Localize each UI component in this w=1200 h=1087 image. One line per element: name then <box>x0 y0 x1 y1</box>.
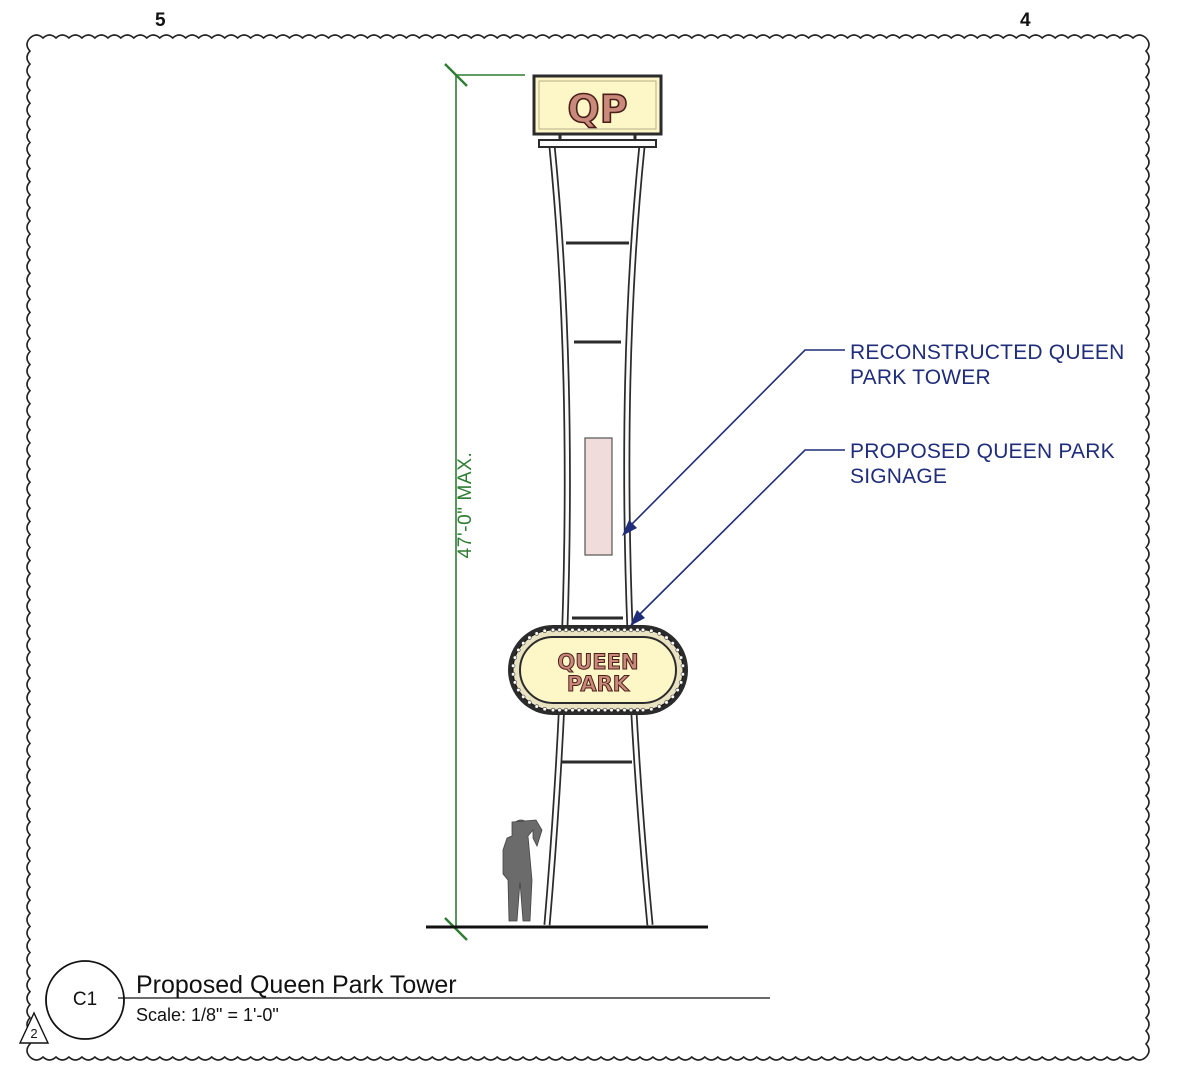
marquee-bulb <box>670 641 675 646</box>
top-sign: QP <box>532 74 663 136</box>
marquee-bulb <box>609 707 614 713</box>
marquee-bulb <box>657 631 662 636</box>
marquee-bulb <box>615 707 621 713</box>
marquee-bulb <box>664 635 669 640</box>
marquee-bulbs <box>511 627 685 713</box>
detail-id: C1 <box>72 989 98 1010</box>
marquee-bulb <box>615 627 621 633</box>
human-scale-figure <box>502 819 543 922</box>
marquee-bulb <box>628 627 634 633</box>
marquee-bulb <box>596 627 601 633</box>
tower-structure <box>543 145 654 926</box>
callout-leaders <box>622 349 845 626</box>
revision-number: 2 <box>30 1026 38 1041</box>
callout-line: RECONSTRUCTED QUEEN <box>850 341 1125 364</box>
marquee-bulb <box>649 706 654 712</box>
marquee-bulb <box>640 707 646 713</box>
marquee-bulb <box>657 704 662 709</box>
marquee-bulb <box>675 647 680 653</box>
marquee-bulb <box>635 627 640 633</box>
marquee-bulb <box>511 672 516 677</box>
marquee-bulb <box>521 694 526 699</box>
marquee-bulb <box>534 631 539 636</box>
marquee-bulb <box>563 627 569 633</box>
detail-bubble <box>45 960 125 1040</box>
marquee-bulb <box>628 707 634 713</box>
revision-triangle <box>18 1011 50 1044</box>
marquee-bulb <box>583 707 588 713</box>
marquee-bulb <box>589 627 595 633</box>
height-dimension <box>444 63 525 941</box>
title-block <box>18 960 770 1044</box>
marquee-bulb <box>680 663 685 668</box>
marquee-bulb <box>511 663 516 668</box>
marquee-bulb <box>570 627 575 633</box>
tower-panel <box>584 437 613 556</box>
marquee-bulb <box>557 627 562 633</box>
marquee-bulb <box>521 641 526 646</box>
drawing-title: Proposed Queen Park Tower <box>136 971 457 999</box>
marquee-bulb <box>589 707 595 713</box>
oval-sign-line2: PARK <box>567 672 630 696</box>
dimension-label: 47'-0" MAX. <box>455 451 476 559</box>
marquee-bulb <box>680 672 685 677</box>
marquee-bulb <box>570 707 575 713</box>
callout-line: PROPOSED QUEEN PARK <box>850 440 1115 463</box>
leader-proposed-signage <box>635 449 845 619</box>
marquee-bulb <box>622 627 627 633</box>
revision-cloud-border <box>26 34 1150 1061</box>
oval-sign-line1: QUEEN <box>557 650 638 674</box>
marquee-bulb <box>675 687 680 693</box>
marquee-bulb <box>640 627 646 633</box>
marquee-bulb <box>527 700 532 705</box>
marquee-bulb <box>563 707 569 713</box>
marquee-bulb <box>596 707 601 713</box>
callout-reconstructed-tower: RECONSTRUCTED QUEEN PARK TOWER <box>850 340 1124 390</box>
tower-cross-bars <box>562 241 632 764</box>
marquee-bulb <box>609 627 614 633</box>
dimension-tick-bottom <box>444 917 468 941</box>
marquee-bulb <box>678 655 684 660</box>
marquee-bulb <box>602 707 608 713</box>
marquee-bulb <box>512 680 518 685</box>
marquee-bulb <box>512 655 518 660</box>
drawing-scale: Scale: 1/8" = 1'-0" <box>136 1005 279 1025</box>
marquee-bulb <box>678 680 684 685</box>
dimension-tick-top <box>444 63 468 87</box>
marquee-bulb <box>583 627 588 633</box>
marquee-bulb <box>516 687 521 693</box>
callout-proposed-signage: PROPOSED QUEEN PARK SIGNAGE <box>850 439 1115 489</box>
marquee-bulb <box>649 628 654 634</box>
leader-reconstructed-tower <box>627 349 845 529</box>
marquee-bulb <box>622 707 627 713</box>
callout-line: SIGNAGE <box>850 465 948 488</box>
marquee-bulb <box>542 628 547 634</box>
grid-marker-4: 4 <box>1020 10 1031 31</box>
callout-line: PARK TOWER <box>850 366 991 389</box>
marquee-bulb <box>534 704 539 709</box>
marquee-bulb <box>670 694 675 699</box>
oval-sign: QUEEN PARK <box>508 625 688 715</box>
marquee-bulb <box>557 707 562 713</box>
marquee-bulb <box>576 707 582 713</box>
marquee-bulb <box>602 627 608 633</box>
marquee-bulb <box>550 627 556 633</box>
marquee-bulb <box>635 707 640 713</box>
grid-marker-5: 5 <box>155 10 166 31</box>
top-sign-text: QP <box>567 87 627 131</box>
marquee-bulb <box>542 706 547 712</box>
marquee-bulb <box>550 707 556 713</box>
top-sign-bracket <box>538 139 657 148</box>
marquee-bulb <box>516 647 521 653</box>
marquee-bulb <box>664 700 669 705</box>
arrowhead <box>622 520 637 536</box>
marquee-bulb <box>576 627 582 633</box>
marquee-bulb <box>527 635 532 640</box>
arrowhead <box>630 610 645 626</box>
